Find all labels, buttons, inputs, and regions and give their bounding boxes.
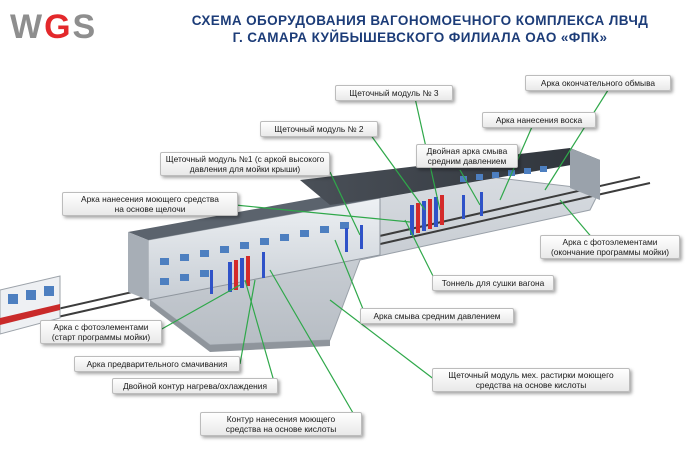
window — [540, 166, 547, 172]
equipment-cluster-front — [210, 252, 265, 294]
leader-lines — [159, 86, 611, 426]
arch-frame — [210, 270, 213, 294]
brush-unit — [440, 195, 444, 225]
leader-line — [459, 169, 481, 206]
window — [476, 174, 483, 180]
label-acid-brush-module: Щеточный модуль мех. растирки моющего ср… — [432, 368, 630, 392]
page-title: СХЕМА ОБОРУДОВАНИЯ ВАГОНОМОЕЧНОГО КОМПЛЕ… — [160, 12, 680, 46]
building-roof-long — [300, 148, 600, 205]
rail-car-window-3 — [44, 286, 54, 296]
window — [300, 230, 309, 237]
leader-line — [369, 133, 426, 211]
label-brush-module-2: Щеточный модуль № 2 — [260, 121, 378, 137]
window — [160, 258, 169, 265]
leader-line — [544, 86, 611, 191]
brush-unit — [246, 256, 250, 286]
leader-line — [269, 269, 361, 426]
label-alkali-arch: Арка нанесения моющего средства на основ… — [62, 192, 238, 216]
window — [320, 226, 329, 233]
building-end-wall — [128, 232, 148, 300]
brush-unit — [434, 197, 438, 227]
rail-car-stripe — [0, 304, 60, 325]
window — [492, 172, 499, 178]
arch-frame — [462, 195, 465, 219]
leader-line — [234, 204, 411, 223]
label-brush-module-1: Щеточный модуль №1 (с аркой высокого дав… — [160, 152, 330, 176]
brush-unit — [410, 205, 414, 235]
label-photo-arch-start: Арка с фотоэлементами (старт программы м… — [40, 320, 162, 344]
brush-unit — [234, 260, 238, 290]
leader-line — [559, 199, 595, 241]
window — [340, 222, 349, 229]
equipment-cluster-middle — [345, 192, 483, 252]
brush-unit — [240, 258, 244, 288]
window — [200, 250, 209, 257]
label-heat-cool-circuit: Двойной контур нагрева/охлаждения — [112, 378, 278, 394]
leader-line — [244, 279, 276, 386]
label-medium-pressure-arch: Арка смыва средним давлением — [360, 308, 514, 324]
brush-unit — [422, 201, 426, 231]
leader-line — [329, 299, 436, 381]
floor-slab-edge — [150, 300, 330, 352]
leader-line — [329, 171, 361, 236]
building-back-wall — [570, 148, 600, 200]
leader-line — [404, 219, 436, 281]
label-prewet-arch: Арка предварительного смачивания — [74, 356, 240, 372]
brush-unit — [428, 199, 432, 229]
leader-line — [159, 284, 241, 331]
window-row — [160, 222, 349, 285]
wgs-logo: WGS — [10, 8, 98, 46]
brush-unit — [228, 262, 232, 292]
window — [160, 278, 169, 285]
window — [180, 254, 189, 261]
rail-car-window — [8, 294, 18, 304]
leader-line — [334, 239, 366, 315]
rail-car-window-2 — [26, 290, 36, 300]
label-brush-module-3: Щеточный модуль № 3 — [335, 85, 453, 101]
leader-line — [239, 279, 256, 365]
arch-frame — [345, 228, 348, 252]
label-wax-arch: Арка нанесения воска — [482, 112, 596, 128]
window — [260, 238, 269, 245]
window — [200, 270, 209, 277]
arch-frame — [360, 225, 363, 249]
arch-frame — [262, 252, 265, 278]
building-roof-front — [128, 190, 380, 240]
brush-unit — [416, 203, 420, 233]
window — [240, 242, 249, 249]
label-drying-tunnel: Тоннель для сушки вагона — [432, 275, 554, 291]
window — [180, 274, 189, 281]
label-double-medium-arch: Двойная арка смыва средним давлением — [416, 144, 518, 168]
window — [524, 168, 531, 174]
window — [460, 176, 467, 182]
label-photo-arch-end: Арка с фотоэлементами (окончание програм… — [540, 235, 680, 259]
arch-frame — [480, 192, 483, 216]
title-line-2: Г. САМАРА КУЙБЫШЕВСКОГО ФИЛИАЛА ОАО «ФПК… — [232, 30, 608, 45]
window — [280, 234, 289, 241]
title-line-1: СХЕМА ОБОРУДОВАНИЯ ВАГОНОМОЕЧНОГО КОМПЛЕ… — [191, 13, 649, 28]
label-acid-circuit: Контур нанесения моющего средства на осн… — [200, 412, 362, 436]
window — [220, 246, 229, 253]
label-final-rinse-arch: Арка окончательного обмыва — [525, 75, 671, 91]
